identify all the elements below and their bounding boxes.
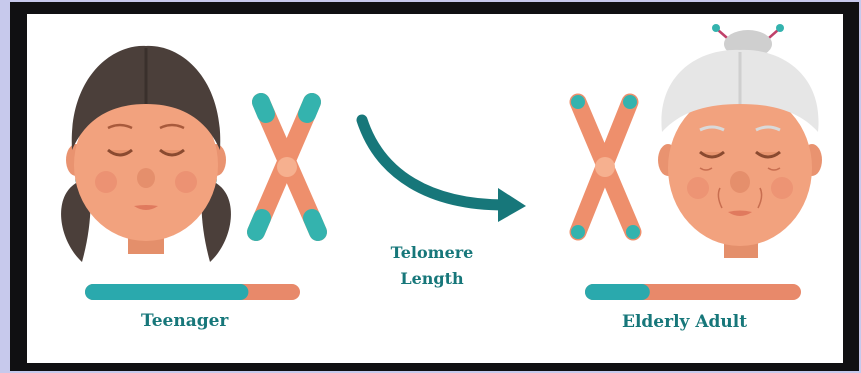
teenager-head [61,46,231,262]
aging-arrow [362,120,526,222]
elderly-right-eye [756,152,780,157]
teenager-label: Teenager [141,311,228,331]
teenager-telomere-bar [85,284,300,300]
elderly-bar-teal [585,284,650,300]
telomere-label-line2: Length [384,266,480,292]
teenager-right-eye [160,150,184,155]
elderly-adult-label: Elderly Adult [622,312,747,332]
elderly-head [658,24,822,258]
telomere-length-label: Telomere Length [384,240,480,292]
elderly-left-eye [700,152,724,157]
teenager-bar-teal [85,284,248,300]
teenager-left-eye [108,150,132,155]
elderly-telomere-bar [585,284,801,300]
teenager-chromosome [256,102,318,232]
elderly-chromosome [571,95,640,239]
telomere-label-line1: Telomere [384,240,480,266]
